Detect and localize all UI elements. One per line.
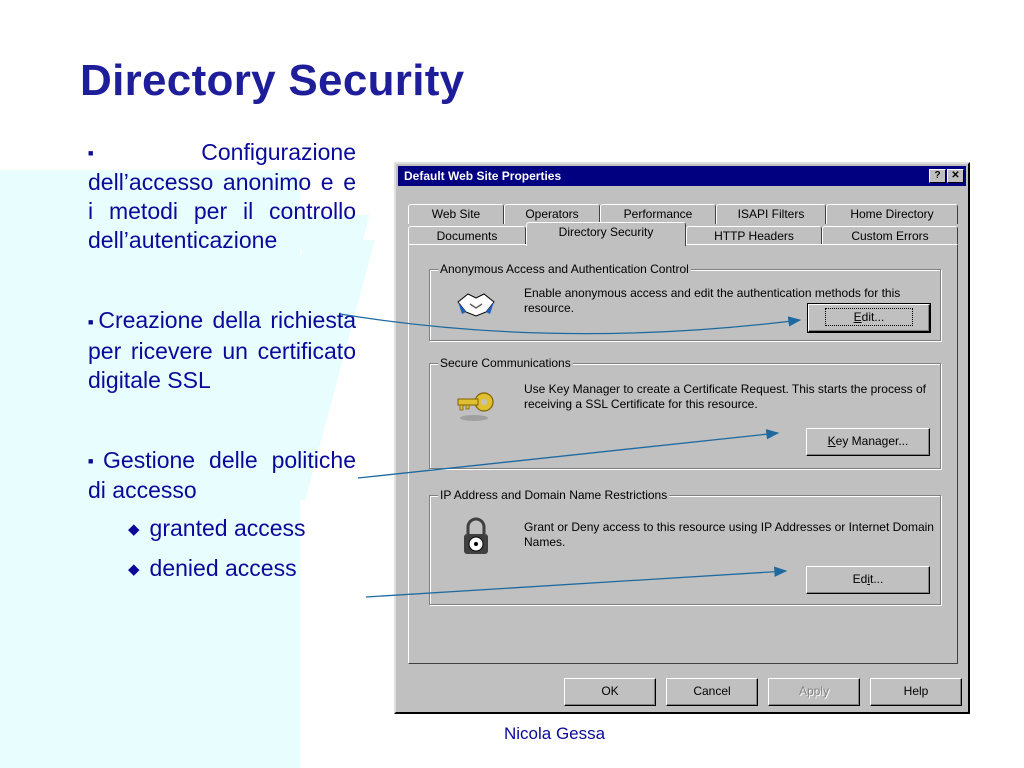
- anonymous-access-group: Anonymous Access and Authentication Cont…: [429, 262, 941, 341]
- tab-web-site[interactable]: Web Site: [408, 204, 504, 224]
- sub-bullet-text: granted access: [149, 515, 306, 542]
- properties-dialog: Default Web Site Properties ? ✕ Web Site…: [394, 162, 970, 714]
- sub-bullet-item: ◆ denied access: [88, 549, 356, 589]
- secure-communications-group: Secure Communications Use Key Manager to…: [429, 356, 941, 469]
- ok-button[interactable]: OK: [564, 678, 656, 706]
- key-manager-button[interactable]: Key Manager...: [806, 428, 930, 456]
- group-description: Grant or Deny access to this resource us…: [524, 520, 934, 549]
- help-icon[interactable]: ?: [929, 169, 946, 183]
- edit-ip-restrictions-button[interactable]: Edit...: [806, 566, 930, 594]
- sub-bullet-text: denied access: [149, 555, 297, 582]
- tab-operators[interactable]: Operators: [504, 204, 600, 224]
- dialog-title: Default Web Site Properties: [404, 169, 562, 183]
- key-icon: [457, 392, 494, 421]
- close-icon[interactable]: ✕: [947, 169, 964, 183]
- bullet-marker: ■: [88, 316, 97, 327]
- bullet-item: ■Gestione delle politiche di accesso: [88, 446, 356, 505]
- tab-performance[interactable]: Performance: [600, 204, 716, 224]
- mnemonic: i: [867, 572, 870, 586]
- ip-restrictions-group: IP Address and Domain Name Restrictions …: [429, 488, 941, 605]
- bullet-marker: ■: [88, 456, 102, 467]
- mnemonic: K: [827, 434, 836, 448]
- tab-http-headers[interactable]: HTTP Headers: [686, 226, 822, 246]
- footer-author: Nicola Gessa: [504, 724, 606, 743]
- group-label: Secure Communications: [438, 356, 573, 370]
- tab-documents[interactable]: Documents: [408, 226, 526, 246]
- edit-authentication-button[interactable]: Edit...: [807, 303, 931, 333]
- tab-isapi-filters[interactable]: ISAPI Filters: [716, 204, 826, 224]
- bullet-item: ■Creazione della richiesta per ricevere …: [88, 306, 356, 394]
- handshake-icon: [457, 293, 495, 317]
- bullet-item: ■Configurazione dell’accesso anonimo e e…: [88, 138, 356, 255]
- diamond-marker-icon: ◆: [128, 561, 140, 579]
- group-description: Enable anonymous access and edit the aut…: [524, 286, 901, 315]
- padlock-icon: [464, 517, 488, 554]
- tab-directory-security[interactable]: Directory Security: [526, 222, 686, 246]
- tab-home-directory[interactable]: Home Directory: [826, 204, 958, 224]
- group-label: IP Address and Domain Name Restrictions: [438, 488, 670, 502]
- apply-button[interactable]: Apply: [768, 678, 860, 706]
- bullet-text: Creazione della richiesta per ricevere u…: [88, 307, 357, 393]
- bullet-text: Configurazione dell’accesso anonimo e e …: [88, 139, 356, 254]
- mnemonic: E: [853, 310, 862, 324]
- group-description: Use Key Manager to create a Certificate …: [524, 382, 926, 411]
- group-label: Anonymous Access and Authentication Cont…: [438, 262, 691, 276]
- bullet-list: ■Configurazione dell’accesso anonimo e e…: [88, 138, 356, 589]
- diamond-marker-icon: ◆: [128, 521, 140, 539]
- dialog-titlebar[interactable]: Default Web Site Properties ? ✕: [398, 166, 966, 186]
- help-button[interactable]: Help: [870, 678, 962, 706]
- cancel-button[interactable]: Cancel: [666, 678, 758, 706]
- bullet-text: Gestione delle politiche di accesso: [88, 446, 356, 504]
- tab-custom-errors[interactable]: Custom Errors: [822, 226, 958, 246]
- sub-bullet-item: ◆ granted access: [88, 509, 356, 549]
- bullet-marker: ■: [88, 148, 200, 159]
- slide-title: Directory Security: [80, 56, 465, 105]
- tab-panel: Anonymous Access and Authentication Cont…: [408, 244, 958, 664]
